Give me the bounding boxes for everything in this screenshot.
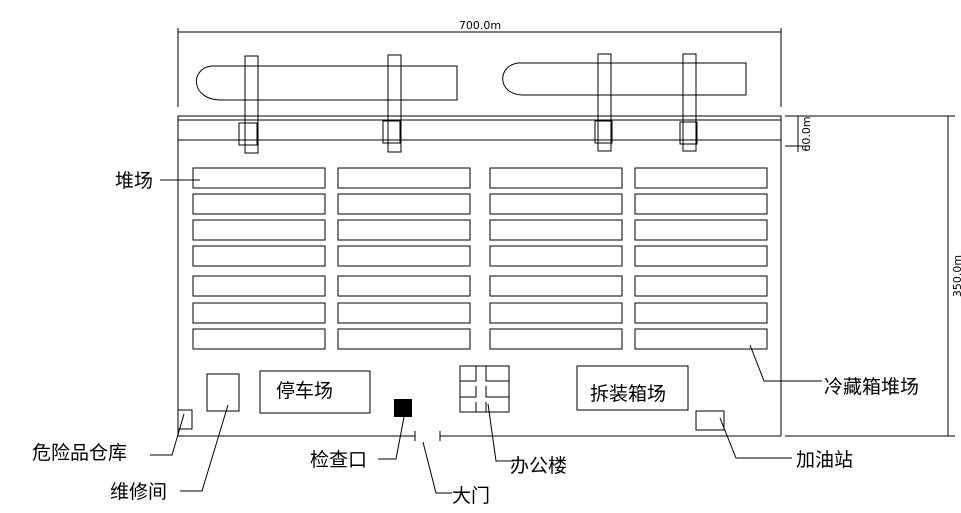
- width-dimension: 700.0m: [177, 19, 782, 107]
- repair-label: 维修间: [110, 481, 167, 503]
- yard-block: [192, 219, 326, 241]
- checkpoint-label: 检查口: [310, 449, 367, 471]
- yard-block: [337, 167, 471, 189]
- yard-block: [489, 193, 623, 215]
- cranes: [238, 53, 698, 154]
- height-label: 350.0m: [951, 255, 961, 297]
- yard-block: [192, 275, 326, 297]
- yard-block: [337, 193, 471, 215]
- yard-block: [337, 302, 471, 324]
- yard-block: [337, 219, 471, 241]
- site-boundary: [177, 140, 782, 441]
- fuel-label: 加油站: [796, 449, 853, 471]
- yard-block: [192, 167, 326, 189]
- yard-block: [489, 219, 623, 241]
- gate-label: 大门: [452, 485, 490, 507]
- office-building: [459, 365, 510, 413]
- hazmat-building: [177, 409, 193, 430]
- ship-1: [196, 65, 458, 101]
- yard-block: [489, 245, 623, 267]
- yard-block: [337, 245, 471, 267]
- yard-block: [489, 302, 623, 324]
- parking-area: [259, 370, 371, 414]
- quay-depth-label: 60.0m: [800, 116, 813, 151]
- yard-block: [634, 193, 768, 215]
- office-label: 办公楼: [510, 455, 567, 477]
- yard-block: [337, 275, 471, 297]
- yard-block: [489, 328, 623, 350]
- checkpoint-building: [394, 399, 412, 417]
- yard-block: [192, 302, 326, 324]
- quay-dimension: 60.0m: [785, 115, 813, 152]
- yard-blocks: [192, 167, 768, 350]
- quay: [177, 115, 782, 141]
- yard-block: [192, 193, 326, 215]
- width-label: 700.0m: [459, 19, 501, 32]
- devanning-label: 拆装箱场: [590, 383, 666, 405]
- reefer-yard-label: 冷藏箱堆场: [824, 376, 919, 398]
- yard-block: [489, 167, 623, 189]
- yard-block: [634, 167, 768, 189]
- yard-block: [634, 245, 768, 267]
- yard-label: 堆场: [115, 170, 153, 192]
- fuel-station: [695, 410, 725, 431]
- yard-block: [634, 219, 768, 241]
- yard-block: [192, 245, 326, 267]
- hazmat-label: 危险品仓库: [32, 442, 127, 464]
- devanning-area: [576, 365, 689, 411]
- yard-block: [337, 328, 471, 350]
- yard-block: [634, 328, 768, 350]
- yard-block: [634, 275, 768, 297]
- parking-label: 停车场: [276, 380, 333, 402]
- yard-block: [192, 328, 326, 350]
- yard-block: [489, 275, 623, 297]
- repair-building: [206, 373, 240, 412]
- yard-block: [634, 302, 768, 324]
- height-dimension: 350.0m: [785, 115, 961, 437]
- ship-2: [502, 62, 747, 96]
